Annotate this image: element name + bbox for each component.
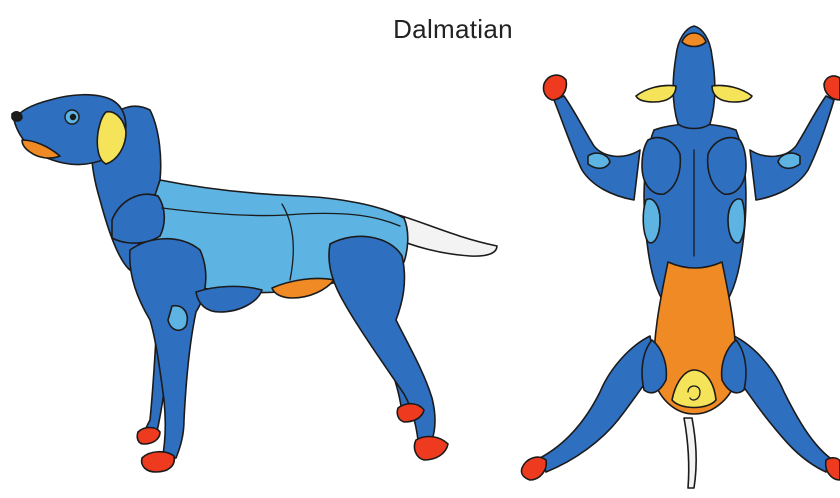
side-front-leg-near — [130, 239, 206, 460]
side-paw-front-far — [137, 428, 160, 445]
side-paw-hind-near — [414, 437, 448, 460]
ventral-left-leg — [540, 336, 656, 472]
side-underline — [196, 286, 262, 312]
ventral-right-ear — [712, 85, 752, 102]
side-elbow-patch — [168, 306, 187, 331]
side-view — [12, 95, 497, 472]
ventral-left-ear — [636, 85, 676, 102]
side-nose — [12, 112, 22, 121]
side-eye-pupil — [70, 114, 76, 120]
ventral-left-hind-paw — [521, 457, 546, 480]
ventral-left-arm — [554, 96, 640, 200]
ventral-tail — [684, 418, 696, 488]
ventral-right-hind-paw — [826, 458, 840, 480]
ventral-view — [521, 26, 840, 488]
ventral-muzzle-patch — [682, 33, 706, 47]
ventral-right-leg — [730, 336, 830, 472]
ventral-right-side-patch — [728, 199, 745, 243]
ventral-left-side-patch — [643, 199, 660, 243]
side-paw-front-near — [142, 452, 175, 472]
ventral-right-arm — [750, 96, 834, 200]
